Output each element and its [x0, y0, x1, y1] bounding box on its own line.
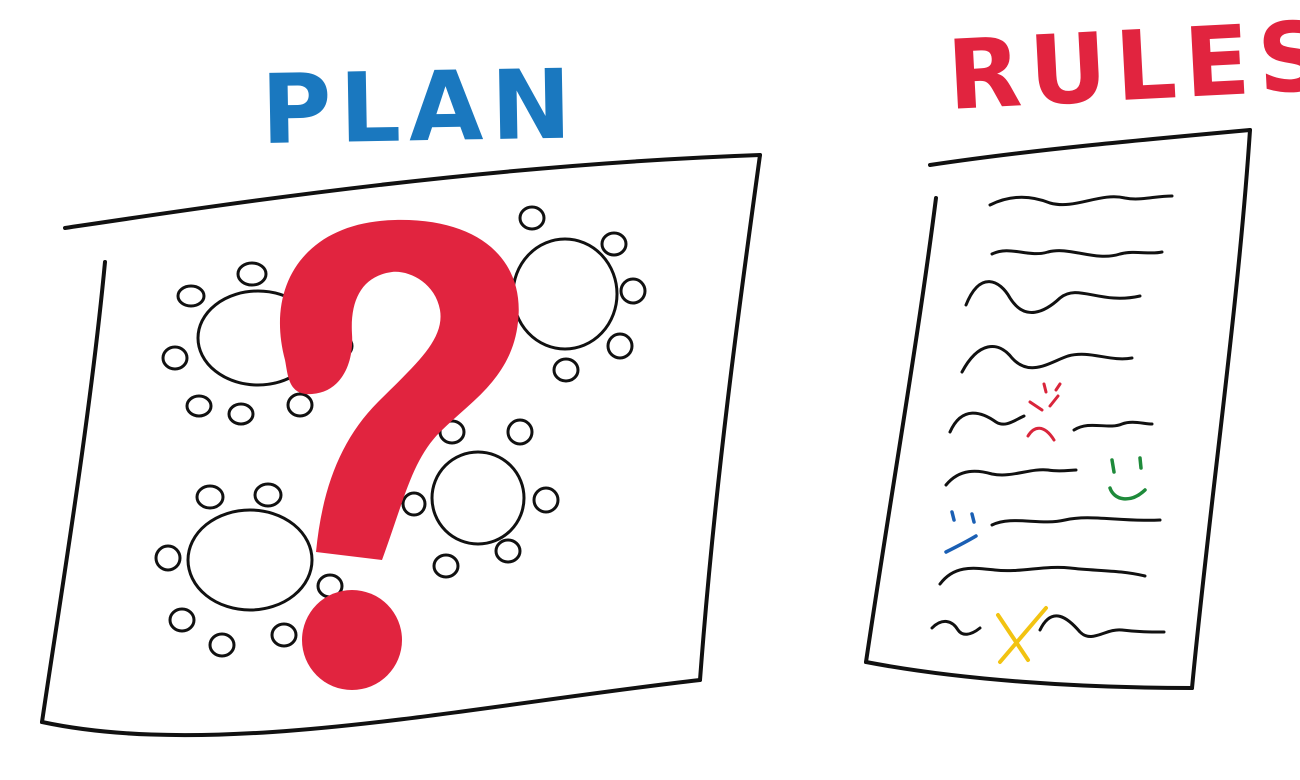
smiley-mouth	[1108, 486, 1147, 501]
rule-line	[930, 620, 982, 636]
rule-line	[990, 516, 1162, 527]
chair	[176, 284, 206, 308]
rules-sheet-bottom-edge	[864, 660, 1194, 690]
rules-sheet-top-edge	[928, 128, 1252, 167]
rule-line	[990, 249, 1164, 258]
chair	[185, 394, 213, 418]
rule-line	[944, 468, 1078, 487]
angry-brow	[1048, 394, 1060, 408]
chair	[432, 553, 460, 579]
sad-face-icon	[944, 510, 978, 554]
chair	[401, 491, 427, 517]
rule-line	[988, 194, 1174, 207]
plan-sheet	[40, 153, 762, 738]
chair	[619, 277, 647, 305]
table-group	[154, 482, 344, 658]
question-mark-hook	[279, 219, 519, 561]
chair	[208, 632, 236, 658]
rule-line	[1072, 420, 1154, 432]
plan-sheet-bottom-edge	[40, 678, 702, 738]
chair	[168, 607, 196, 633]
chair	[154, 544, 182, 572]
rule-line	[948, 411, 1026, 434]
chair	[270, 622, 298, 648]
angry-brow	[1028, 400, 1044, 412]
chair	[286, 392, 314, 418]
sad-eye	[970, 512, 976, 524]
smiley-face-icon	[1108, 456, 1147, 501]
table-group	[511, 205, 647, 383]
plan-sheet-top-edge	[63, 153, 762, 230]
angry-mark	[1054, 382, 1062, 392]
cross-stroke	[996, 613, 1030, 662]
smiley-eye	[1138, 456, 1143, 470]
chair	[195, 484, 225, 510]
chair	[494, 538, 522, 564]
chair	[506, 418, 534, 446]
round-table	[186, 508, 314, 612]
cross-icon	[996, 606, 1048, 664]
chair	[552, 357, 580, 383]
sad-mouth	[944, 534, 978, 554]
question-mark-icon	[279, 219, 519, 690]
round-table	[430, 450, 526, 546]
chair	[600, 231, 628, 257]
sad-eye	[950, 510, 956, 522]
chair	[161, 345, 189, 371]
rule-line	[938, 565, 1147, 586]
angry-face-icon	[1026, 382, 1062, 442]
plan-sheet-left-edge	[40, 260, 107, 724]
chair	[606, 332, 634, 360]
chair	[236, 261, 268, 287]
chair	[532, 486, 560, 514]
cross-stroke	[998, 606, 1048, 664]
rules-sheet	[864, 128, 1252, 690]
rule-lines	[930, 194, 1174, 638]
table-group	[401, 418, 560, 579]
rule-line	[1038, 614, 1166, 638]
question-mark-dot	[302, 590, 402, 690]
chair	[253, 482, 283, 508]
rule-line	[964, 280, 1142, 314]
rules-sheet-left-edge	[864, 196, 938, 664]
rule-line	[960, 345, 1134, 374]
round-table	[511, 237, 619, 351]
angry-mark	[1042, 382, 1048, 394]
angry-mouth	[1026, 426, 1056, 442]
plan-sheet-right-edge	[698, 153, 762, 682]
chair	[518, 205, 546, 231]
smiley-eye	[1110, 458, 1116, 474]
rules-sheet-right-edge	[1190, 128, 1252, 690]
chair	[227, 402, 255, 426]
